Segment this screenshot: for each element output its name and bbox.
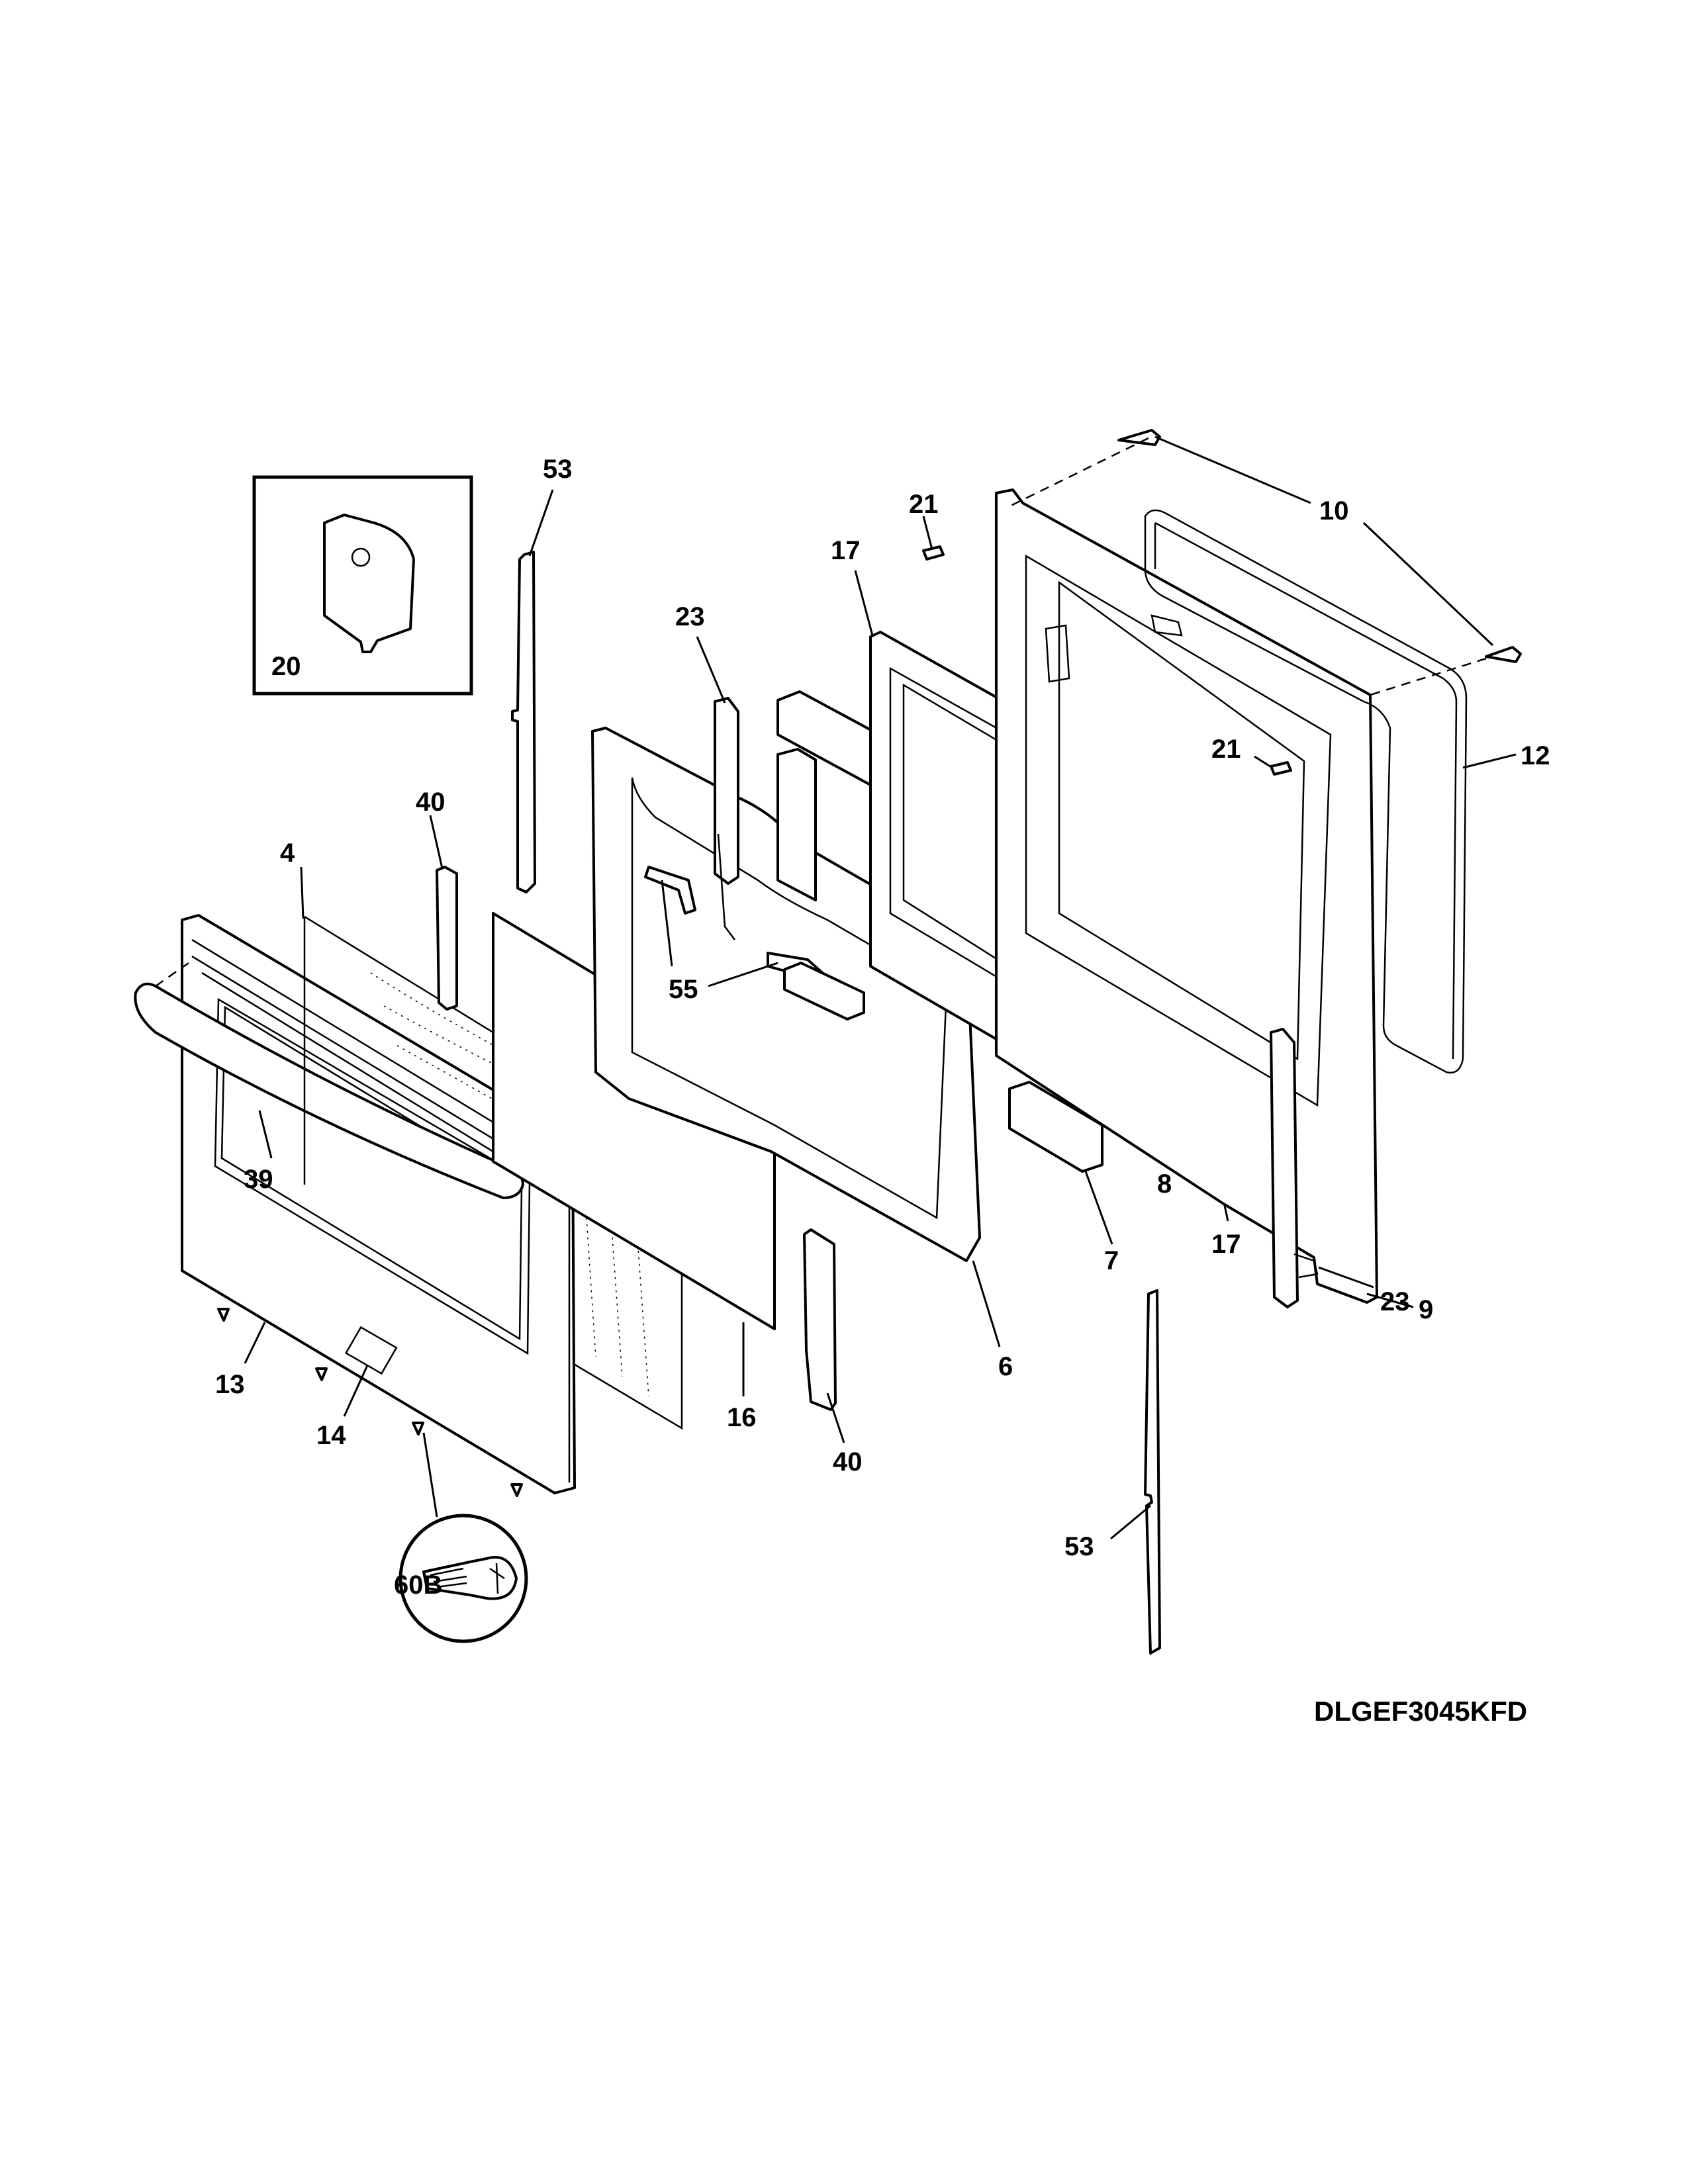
callout-40-bottom: 40: [833, 1447, 863, 1477]
callout-9: 9: [1419, 1295, 1433, 1324]
part-40-bottom-bracket: [803, 1228, 845, 1443]
part-20-inset: [252, 475, 473, 696]
part-60b-screw-detail: [399, 1432, 528, 1643]
callout-23-bottom: 23: [1380, 1287, 1410, 1316]
callout-53-bottom: 53: [1064, 1532, 1094, 1561]
part-55-latches: [644, 866, 839, 1001]
callout-13: 13: [215, 1370, 245, 1399]
part-39-handle: [134, 962, 524, 1199]
callout-17-bottom: 17: [1211, 1230, 1241, 1259]
leader-13: [244, 1322, 266, 1364]
callout-16: 16: [727, 1403, 757, 1432]
part-9-rear-liner: [995, 488, 1414, 1308]
callout-8: 8: [1157, 1169, 1172, 1199]
callout-39: 39: [244, 1165, 273, 1194]
callout-40-top: 40: [416, 788, 445, 817]
callout-6: 6: [998, 1352, 1013, 1381]
callout-10: 10: [1319, 496, 1349, 525]
door-screws: [217, 1308, 523, 1497]
callout-53-top: 53: [543, 455, 573, 484]
callout-4: 4: [280, 839, 295, 868]
part-23-top-hinge: [696, 636, 739, 940]
callout-7: 7: [1104, 1246, 1119, 1275]
callout-21-top: 21: [909, 490, 939, 519]
model-number: DLGEF3045KFD: [1314, 1696, 1527, 1727]
part-21-clips: [922, 516, 1292, 776]
callout-12: 12: [1521, 741, 1550, 770]
part-40-top-bracket: [429, 815, 458, 1011]
callout-60b: 60B: [394, 1570, 442, 1600]
callout-17-top: 17: [831, 536, 861, 565]
callout-21-mid: 21: [1211, 735, 1241, 764]
part-12-gasket: [1144, 509, 1517, 1074]
part-53-bottom-strip: [1110, 1289, 1161, 1655]
part-10-screws: [1009, 429, 1522, 696]
leader-14: [343, 1365, 369, 1417]
part-23-bottom-hinge: [1270, 1028, 1374, 1308]
leader-4: [300, 866, 305, 919]
callout-20: 20: [271, 652, 301, 681]
part-53-top-strip: [511, 489, 554, 893]
callout-23-top: 23: [675, 602, 705, 631]
callout-55: 55: [669, 975, 698, 1004]
callout-14: 14: [316, 1421, 346, 1450]
leader-39: [258, 1110, 273, 1159]
